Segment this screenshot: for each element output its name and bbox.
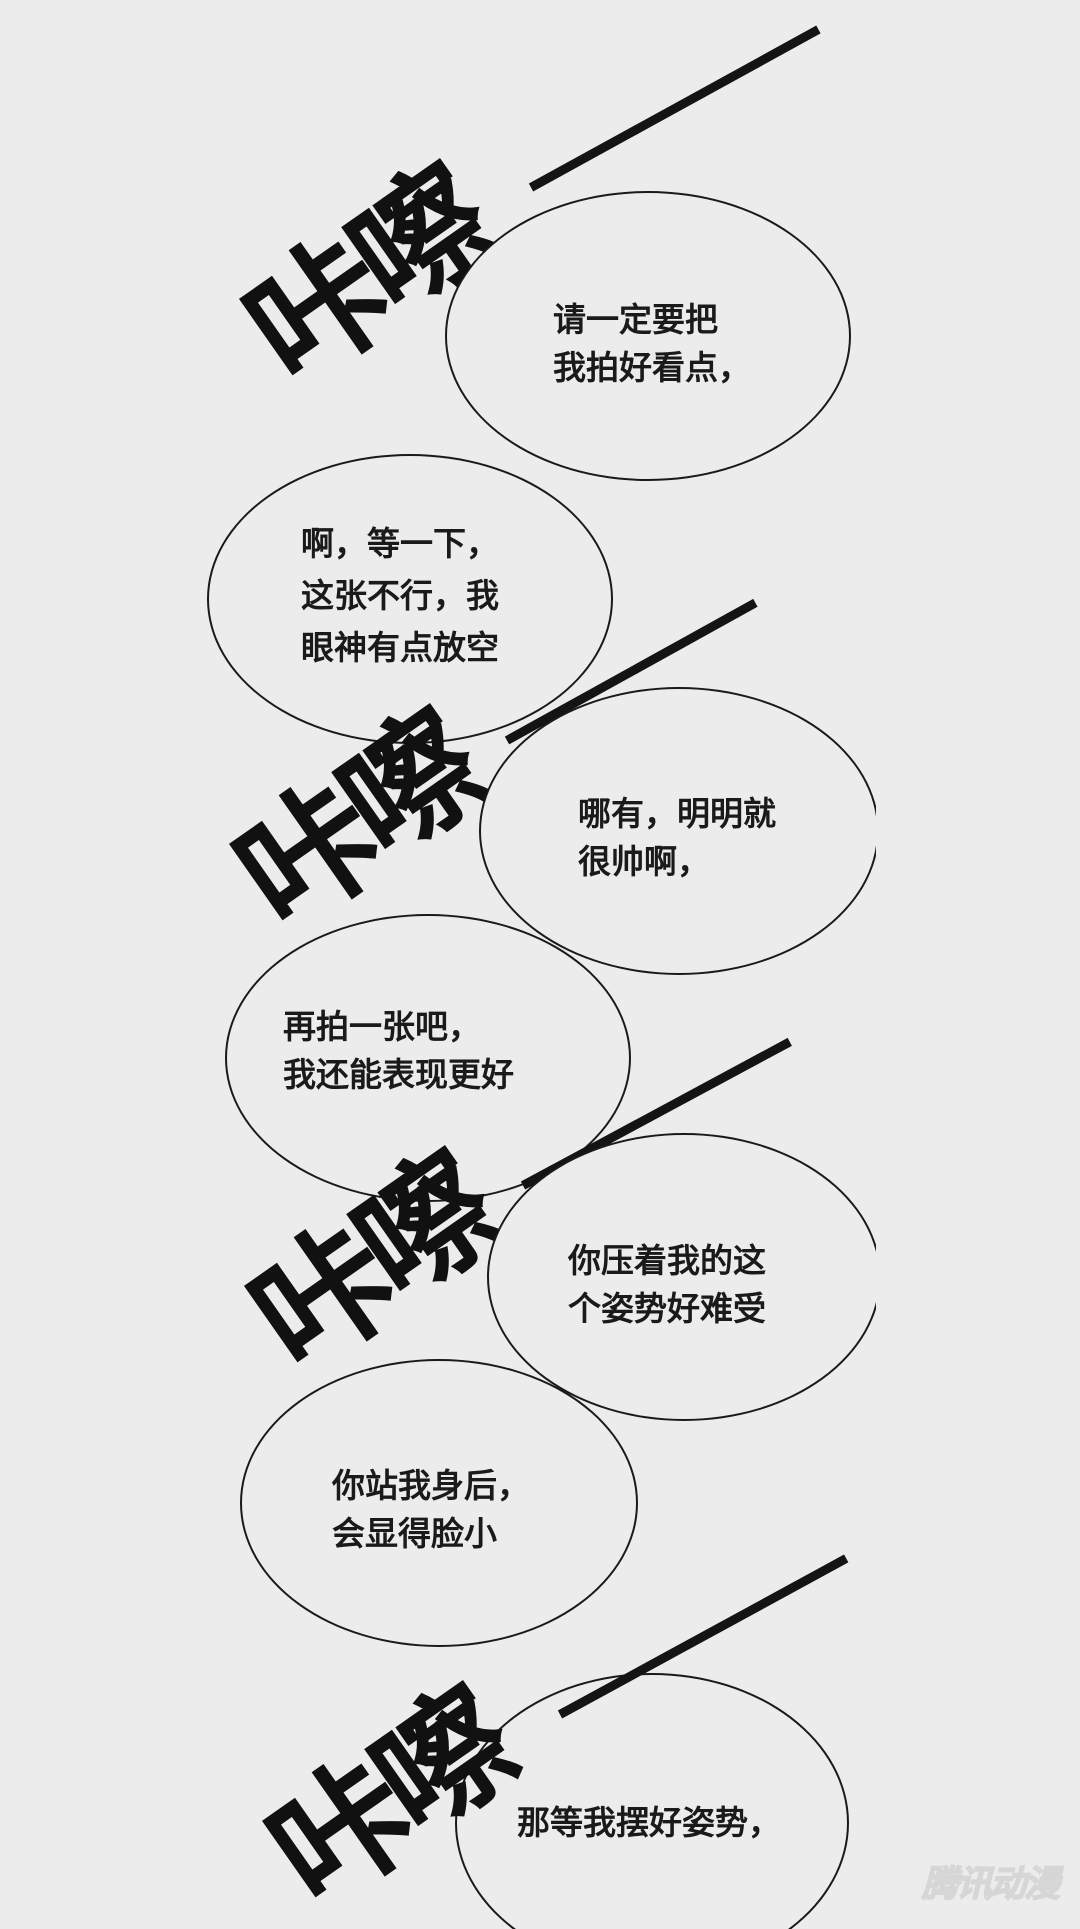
speech-bubble <box>207 454 613 744</box>
text-line: 那等我摆好姿势， <box>517 1803 781 1842</box>
speech-bubble <box>225 914 631 1202</box>
text-line: 我拍好看点， <box>553 348 751 387</box>
comic-panel: 咔嚓 请一定要把 我拍好看点， 啊，等一下， 这张不行，我 眼神有点放空 咔嚓 … <box>207 25 876 1929</box>
text-line: 你站我身后， <box>332 1466 530 1505</box>
text-line: 再拍一张吧， <box>283 1007 481 1046</box>
text-line: 个姿势好难受 <box>568 1289 766 1328</box>
text-line: 你压着我的这 <box>568 1241 766 1280</box>
text-line: 这张不行，我 <box>301 576 499 615</box>
speech-bubble <box>455 1673 849 1929</box>
text-line: 啊，等一下， <box>301 524 499 563</box>
speech-bubble-text: 再拍一张吧， 我还能表现更好 <box>283 1003 514 1099</box>
speech-bubble <box>479 687 876 975</box>
speech-bubble <box>445 191 851 481</box>
speech-bubble-text: 你压着我的这 个姿势好难受 <box>568 1237 766 1333</box>
text-line: 请一定要把 <box>553 300 718 339</box>
text-line: 很帅啊， <box>578 842 710 881</box>
text-line: 会显得脸小 <box>332 1514 497 1553</box>
speech-bubble-text: 啊，等一下， 这张不行，我 眼神有点放空 <box>301 518 499 674</box>
speech-bubble <box>240 1359 638 1647</box>
speech-bubble-text: 请一定要把 我拍好看点， <box>553 296 751 392</box>
speech-bubble-text: 哪有，明明就 很帅啊， <box>578 790 776 886</box>
camera-flash-line <box>528 25 821 192</box>
text-line: 眼神有点放空 <box>301 628 499 667</box>
text-line: 我还能表现更好 <box>283 1055 514 1094</box>
speech-bubble-text: 那等我摆好姿势， <box>517 1799 781 1847</box>
text-line: 哪有，明明就 <box>578 794 776 833</box>
speech-bubble-text: 你站我身后， 会显得脸小 <box>332 1462 530 1558</box>
speech-bubble <box>487 1133 876 1421</box>
watermark-logo: 腾讯动漫 <box>921 1863 1061 1906</box>
